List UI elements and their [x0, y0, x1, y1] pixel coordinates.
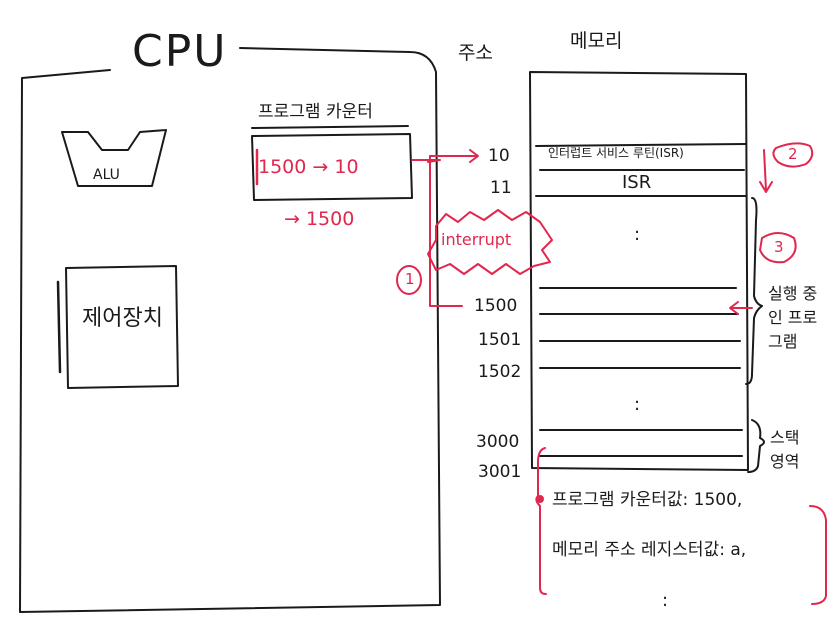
memory-box [529, 71, 749, 471]
interrupt-bracket [429, 155, 463, 307]
memory-ellipsis: : [634, 394, 641, 415]
stack-ellipsis: : [662, 590, 669, 611]
stack-mar-value: 메모리 주소 레지스터값: a, [552, 540, 747, 560]
isr-row-label: 인터럽트 서비스 루틴(ISR) [548, 146, 684, 160]
alu-label: ALU [93, 167, 120, 183]
control-unit-label: 제어장치 [82, 306, 163, 331]
address-label: 3000 [476, 432, 520, 452]
step-1-label: 1 [405, 270, 415, 288]
address-label: 11 [490, 178, 512, 198]
memory-header: 메모리 [570, 30, 623, 52]
step-2-label: 2 [788, 145, 798, 163]
stack-pc-value: 프로그램 카운터값: 1500, [552, 490, 743, 510]
interrupt-burst [427, 209, 553, 275]
step-3-label: 3 [774, 238, 784, 256]
stack-area-label: 스택 영역 [770, 428, 800, 471]
step-2-marker [772, 142, 814, 168]
address-label: 10 [488, 146, 510, 166]
address-label: 1500 [474, 296, 518, 316]
address-label: 1502 [478, 362, 522, 382]
interrupt-label: interrupt [441, 230, 512, 249]
address-label: 3001 [478, 462, 522, 482]
step-3-marker [759, 232, 797, 264]
isr-label: ISR [622, 172, 652, 193]
address-header: 주소 [458, 42, 493, 64]
control-unit-box [65, 265, 179, 389]
program-counter-value: 1500 → 10 [258, 156, 359, 178]
cpu-title: CPU [132, 26, 228, 77]
program-counter-title: 프로그램 카운터 [258, 102, 373, 122]
alu-shape [61, 129, 167, 187]
running-program-label: 실행 중인 프로그램 [768, 284, 818, 351]
step-1-marker [396, 265, 422, 295]
cpu-box [19, 47, 441, 613]
address-label: 1501 [478, 330, 522, 350]
program-counter-restored: → 1500 [284, 208, 355, 230]
memory-ellipsis: : [634, 224, 641, 245]
program-counter-box [251, 133, 413, 201]
arrow-to-address-10 [429, 149, 479, 163]
